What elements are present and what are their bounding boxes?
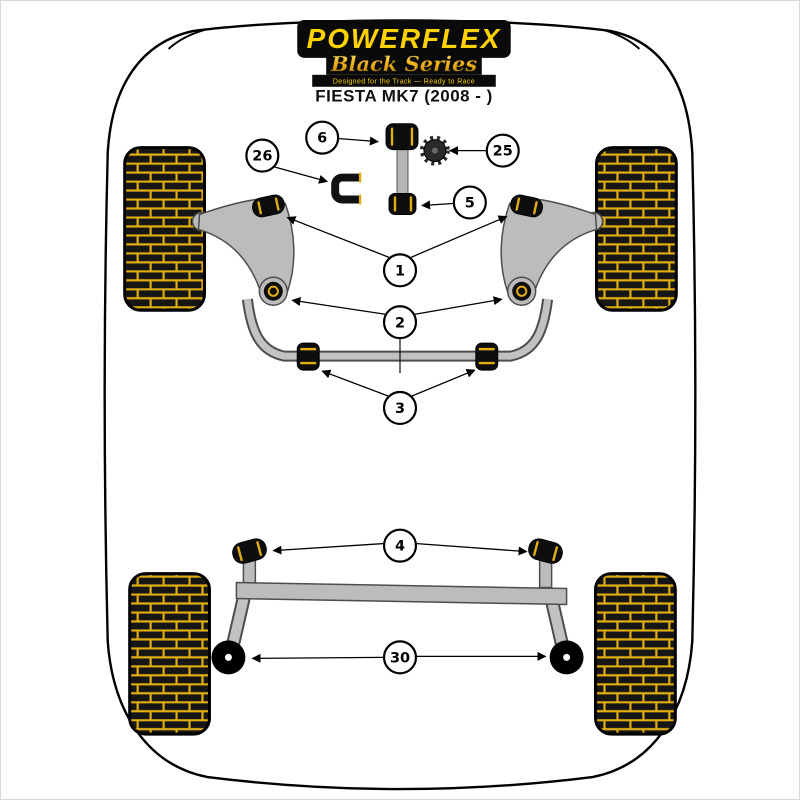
logo-tagline-bar [312,74,496,87]
callout-5: 5 [452,185,487,220]
logo-brand-text: POWERFLEX [307,23,502,54]
arb-bushing-left [296,341,321,372]
callout-25-label: 25 [493,144,513,160]
callout-3-arrow-right [411,368,476,397]
tire-rear-right [594,572,677,736]
callout-6: 6 [305,120,340,155]
callout-25: 25 [485,133,520,168]
mount-bracket [331,172,362,205]
callout-26-label: 26 [252,149,272,165]
callout-2-arrow-right [414,296,503,315]
callout-5-label: 5 [465,196,475,212]
callout-5-arrow [421,200,453,210]
callout-1-label: 1 [395,263,405,279]
callout-26-arrow [273,165,329,184]
gearbox-mount-bush [419,135,450,166]
powerflex-logo: POWERFLEX Black Series Designed for the … [297,19,511,87]
tire-front-right [595,146,678,312]
callout-4-arrow-right [416,542,528,556]
front-anti-roll-bar [241,298,554,374]
callout-2-label: 2 [395,315,405,331]
callout-30-label: 30 [390,650,410,666]
callout-30-arrow-left [251,653,384,663]
tire-rear-left [128,572,211,736]
arb-bushing-right [474,341,499,372]
logo-series-text: Black Series [330,51,478,76]
callout-3: 3 [382,390,418,426]
callout-26: 26 [245,138,280,173]
body-crease-left [167,28,205,50]
logo-series-strip [326,54,482,75]
upper-engine-mount [385,123,419,215]
callout-arrows [251,136,547,663]
callout-6-label: 6 [317,131,327,147]
logo-box [297,19,511,58]
callout-6-arrow [339,136,379,146]
callout-4: 4 [382,528,418,563]
callout-3-label: 3 [395,401,405,417]
callout-2-arrow-left [291,296,386,315]
page-title: FIESTA MK7 (2008 - ) [315,87,493,106]
logo-tagline-text: Designed for the Track — Ready to Race [333,78,475,85]
body-crease-right [603,28,641,50]
callout-3-arrow-left [321,369,389,397]
rear-beam-axle [235,581,568,606]
callout-30: 30 [382,640,418,675]
callout-1: 1 [382,253,418,288]
callout-1-arrow-left [286,216,390,258]
callout-2: 2 [382,305,418,340]
callout-1-arrow-right [410,215,508,258]
tire-front-left [123,146,206,312]
callout-4-arrow-left [272,542,384,555]
callout-4-label: 4 [395,539,405,555]
